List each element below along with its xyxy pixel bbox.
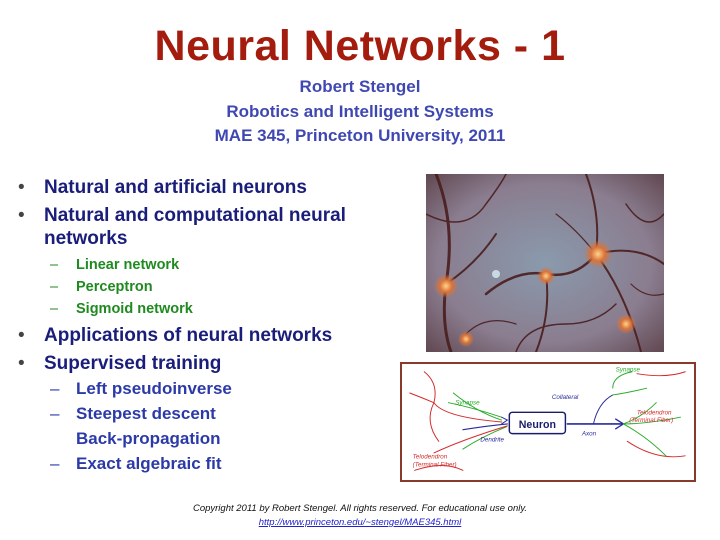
bullet-dot: •: [18, 205, 25, 226]
dash-marker: –: [50, 404, 60, 423]
dendrite-label: Dendrite: [480, 436, 504, 443]
bullet-dot: •: [18, 353, 25, 374]
neuron-photo: [426, 174, 664, 352]
subitem-text: Sigmoid network: [76, 301, 193, 317]
dash-marker: –: [50, 379, 60, 398]
bullet-list: • Natural and artificial neurons • Natur…: [18, 176, 398, 476]
terminal-fiber-label: (Terminal Fiber): [629, 417, 673, 424]
bullet-text: Applications of neural networks: [44, 325, 333, 346]
bullet-text: Natural and computational neural network…: [44, 205, 346, 249]
copyright-notice: Copyright 2011 by Robert Stengel. All ri…: [192, 503, 528, 514]
bullet-dot: •: [18, 177, 25, 198]
bullet-item: • Applications of neural networks: [18, 324, 398, 347]
telodendron-label: Telodendron: [637, 409, 672, 416]
synapse-label: Synapse: [616, 367, 641, 374]
course-url-container: http://www.princeton.edu/~stengel/MAE345…: [0, 517, 720, 528]
terminal-fiber-label: (Terminal Fiber): [413, 461, 457, 468]
dash-marker: –: [50, 279, 59, 295]
bullet-text: Natural and artificial neurons: [44, 177, 307, 198]
subitem: – Perceptron: [18, 276, 398, 298]
neuron-diagram: Neuron Synapse Synapse Collateral Dendri…: [400, 362, 696, 482]
subitem: – Exact algebraic fit: [18, 451, 398, 476]
author-name: Robert Stengel: [299, 77, 421, 96]
bullet-item: • Natural and computational neural netwo…: [18, 204, 398, 250]
telodendron-label: Telodendron: [413, 454, 448, 461]
subitem: Back-propagation: [18, 426, 398, 451]
bullet-item: • Natural and artificial neurons: [18, 176, 398, 199]
subitem: – Left pseudoinverse: [18, 376, 398, 401]
subitem: – Linear network: [18, 254, 398, 276]
subitem-text: Perceptron: [76, 279, 153, 295]
course-url-link[interactable]: http://www.princeton.edu/~stengel/MAE345…: [258, 517, 462, 528]
subitem-text: Exact algebraic fit: [76, 454, 222, 473]
slide-title: Neural Networks - 1: [154, 22, 566, 70]
subitem: – Sigmoid network: [18, 298, 398, 320]
bullet-text: Supervised training: [44, 353, 222, 374]
dash-marker: –: [50, 301, 59, 317]
bullet-item: • Supervised training: [18, 352, 398, 375]
dash-marker: –: [50, 454, 60, 473]
subitem: – Steepest descent: [18, 401, 398, 426]
subitem-text: Steepest descent: [76, 404, 216, 423]
collateral-label: Collateral: [552, 394, 579, 401]
dash-marker: –: [50, 257, 59, 273]
axon-label: Axon: [581, 431, 597, 438]
bullet-dot: •: [18, 325, 25, 346]
synapse-label: Synapse: [455, 400, 480, 407]
affiliation: Robotics and Intelligent Systems: [226, 102, 494, 121]
subitem-text: Back-propagation: [76, 429, 221, 448]
course-info: MAE 345, Princeton University, 2011: [214, 126, 506, 145]
subitem-text: Left pseudoinverse: [76, 379, 232, 398]
neuron-label: Neuron: [519, 419, 556, 431]
subitem-text: Linear network: [76, 257, 180, 273]
